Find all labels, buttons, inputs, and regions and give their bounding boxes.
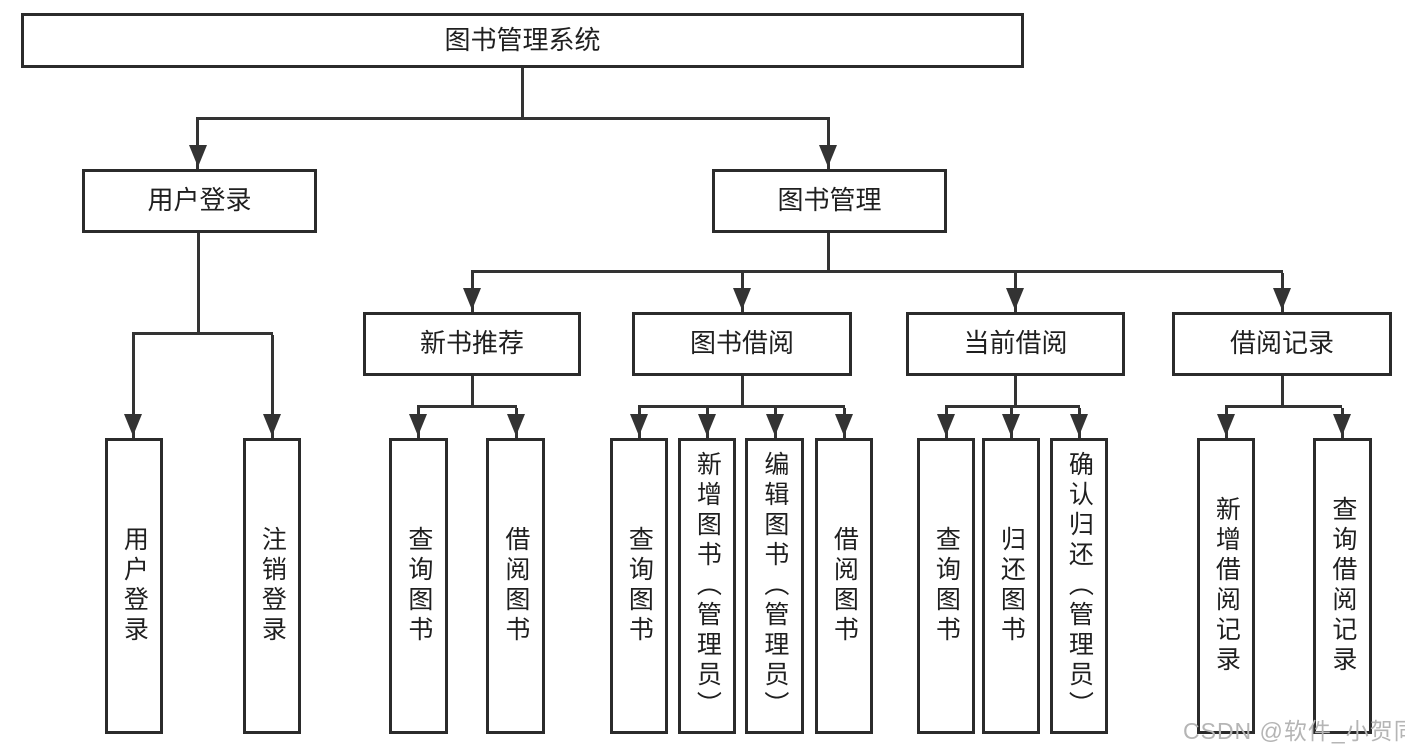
node-library-system: 图书管理系统: [21, 13, 1024, 68]
arrow-down-icon: [1006, 288, 1024, 310]
arrow-down-icon: [937, 414, 955, 436]
connector-line: [196, 120, 199, 169]
leaf-current-return-books: 归还图书: [982, 438, 1040, 734]
connector-line: [196, 117, 830, 120]
arrow-down-icon: [263, 414, 281, 436]
connector-line: [827, 120, 830, 169]
csdn-watermark: CSDN @软件_小贺同学: [1183, 718, 1405, 744]
connector-line: [471, 376, 474, 408]
connector-line: [1225, 405, 1342, 408]
leaf-current-query-books: 查询图书: [917, 438, 975, 734]
arrow-down-icon: [766, 414, 784, 436]
arrow-down-icon: [124, 414, 142, 436]
leaf-rec-query-books: 查询图书: [389, 438, 448, 734]
arrow-down-icon: [1217, 414, 1235, 436]
connector-line: [741, 376, 744, 408]
connector-line: [471, 270, 1283, 273]
connector-line: [197, 233, 200, 335]
leaf-records-query-record: 查询借阅记录: [1313, 438, 1372, 734]
node-book-management: 图书管理: [712, 169, 947, 233]
connector-line: [1281, 376, 1284, 408]
connector-line: [271, 335, 274, 438]
leaf-current-confirm-return-admin: 确认归还（管理员）: [1050, 438, 1108, 734]
arrow-down-icon: [1333, 414, 1351, 436]
connector-line: [132, 332, 273, 335]
connector-line: [827, 233, 830, 273]
connector-line: [132, 335, 135, 438]
node-borrowing-records: 借阅记录: [1172, 312, 1392, 376]
leaf-borrow-query-books: 查询图书: [610, 438, 668, 734]
connector-line: [638, 405, 845, 408]
arrow-down-icon: [733, 288, 751, 310]
leaf-borrow-edit-books-admin: 编辑图书（管理员）: [745, 438, 804, 734]
arrow-down-icon: [1070, 414, 1088, 436]
arrow-down-icon: [819, 145, 837, 167]
leaf-rec-borrow-books: 借阅图书: [486, 438, 545, 734]
connector-line: [521, 68, 524, 120]
node-user-login: 用户登录: [82, 169, 317, 233]
arrow-down-icon: [630, 414, 648, 436]
arrow-down-icon: [835, 414, 853, 436]
arrow-down-icon: [409, 414, 427, 436]
leaf-records-add-record: 新增借阅记录: [1197, 438, 1255, 734]
arrow-down-icon: [189, 145, 207, 167]
connector-line: [945, 405, 1080, 408]
connector-line: [1014, 376, 1017, 408]
arrow-down-icon: [507, 414, 525, 436]
arrow-down-icon: [1273, 288, 1291, 310]
node-new-book-recommend: 新书推荐: [363, 312, 581, 376]
arrow-down-icon: [1002, 414, 1020, 436]
arrow-down-icon: [463, 288, 481, 310]
leaf-borrow-borrow-books: 借阅图书: [815, 438, 873, 734]
leaf-borrow-add-books-admin: 新增图书（管理员）: [678, 438, 736, 734]
connector-line: [417, 405, 517, 408]
leaf-user-login: 用户登录: [105, 438, 163, 734]
node-book-borrowing: 图书借阅: [632, 312, 852, 376]
node-current-borrowing: 当前借阅: [906, 312, 1125, 376]
leaf-logout: 注销登录: [243, 438, 301, 734]
arrow-down-icon: [698, 414, 716, 436]
